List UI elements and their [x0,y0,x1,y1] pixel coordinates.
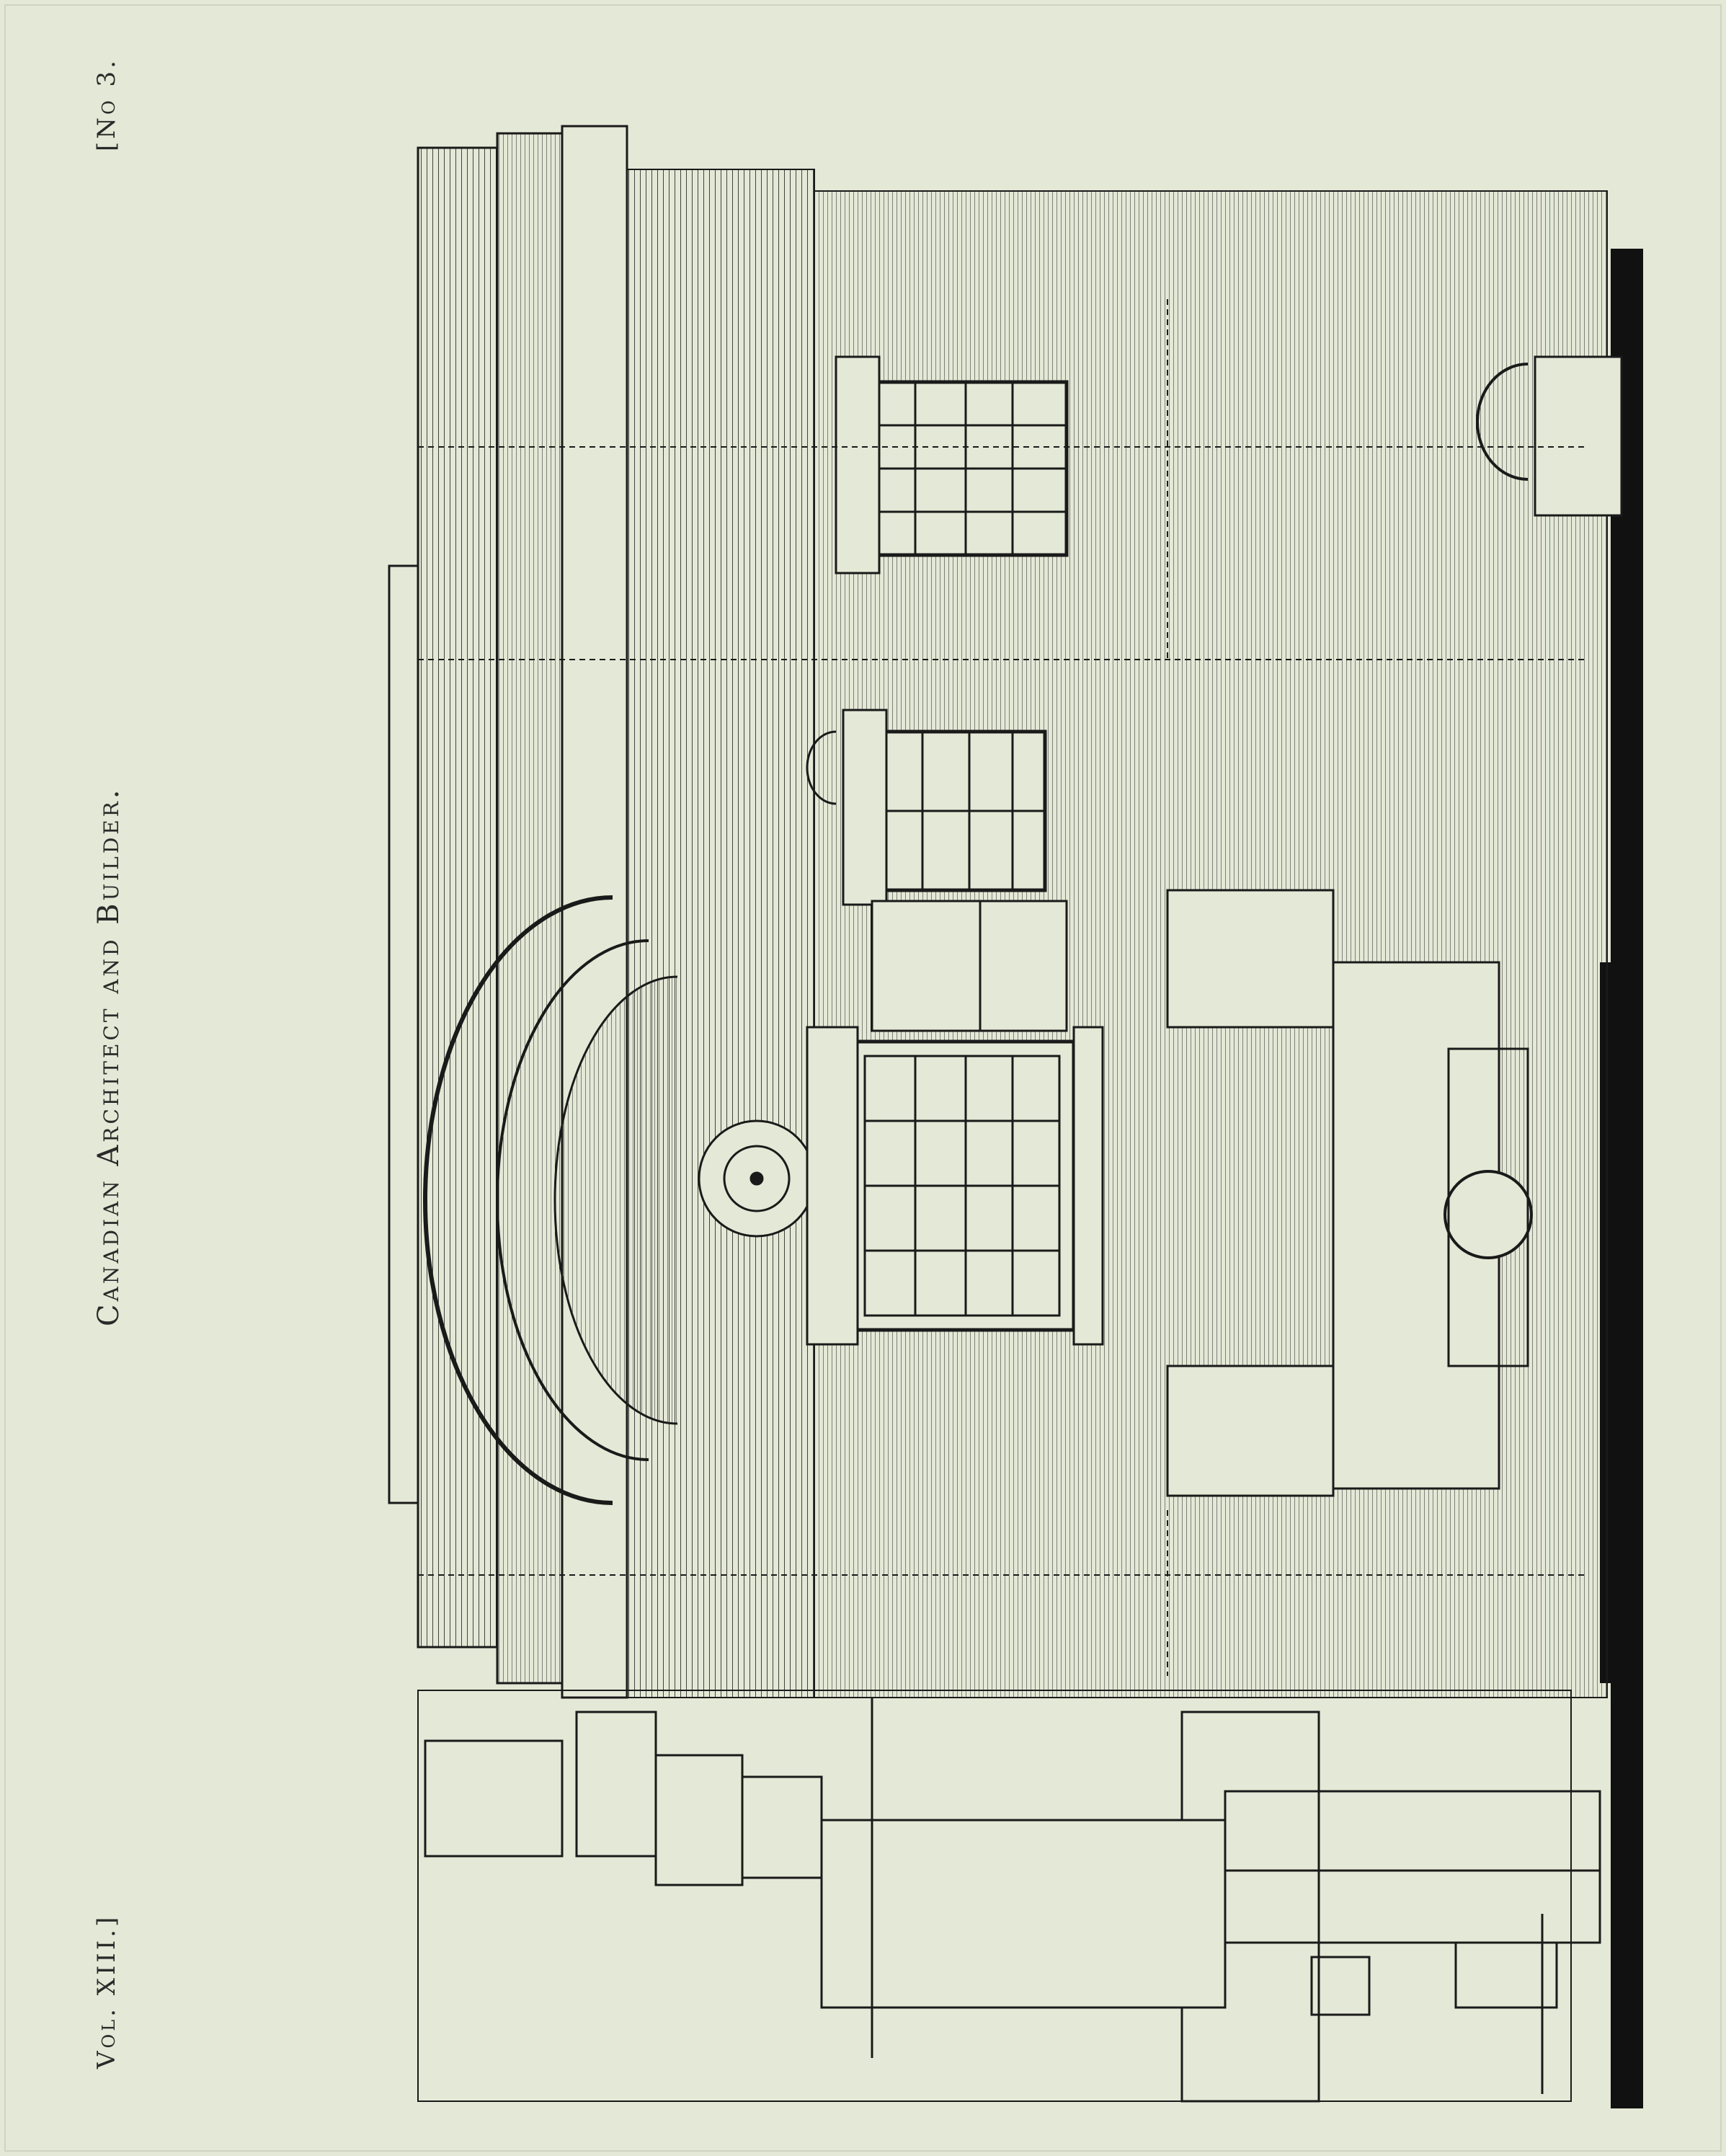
page-border [4,4,1722,2152]
publication-title: Canadian Architect and Builder. [92,786,125,1326]
architectural-elevation-drawing [388,125,1643,2108]
issue-label: [No 3. [92,58,121,151]
volume-label: Vol. XIII.] [92,1914,121,2069]
